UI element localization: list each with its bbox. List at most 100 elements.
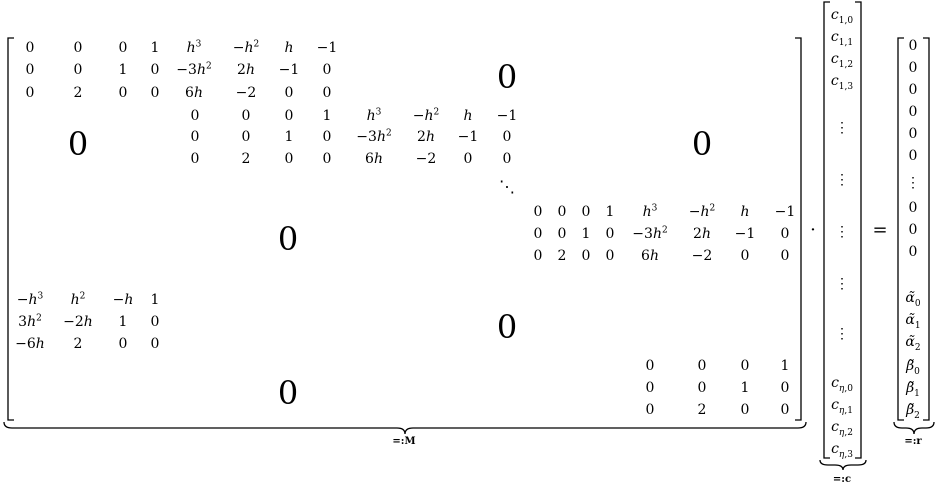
matrix-entry: −1 <box>774 204 796 220</box>
vertical-dots: ⋮ <box>906 175 920 191</box>
matrix-entry: 2 <box>241 151 251 167</box>
matrix-entry: 0 <box>25 62 35 78</box>
vector-r-entry: 0 <box>908 60 918 76</box>
matrix-entry: −1 <box>457 129 479 145</box>
big-zero: 0 <box>496 308 518 346</box>
matrix-entry: h3 <box>186 39 202 56</box>
matrix-entry: 0 <box>322 151 332 167</box>
vector-r-entry: 0 <box>908 82 918 98</box>
matrix-entry: 1 <box>284 129 294 145</box>
matrix-entry: 0 <box>118 336 128 352</box>
vector-c-entry: cη,1 <box>831 397 853 416</box>
matrix-entry: h3 <box>642 203 658 220</box>
matrix-entry: 1 <box>118 62 128 78</box>
vector-r-entry: α̃2 <box>905 334 921 353</box>
matrix-entry: 0 <box>645 358 655 374</box>
matrix-entry: 0 <box>780 402 790 418</box>
vector-r-entry: 0 <box>908 104 918 120</box>
matrix-entry: 0 <box>502 129 512 145</box>
matrix-entry: 0 <box>697 380 707 396</box>
matrix-entry: 6h <box>365 151 383 167</box>
matrix-entry: −3h2 <box>176 61 212 78</box>
matrix-entry: 2h <box>237 62 255 78</box>
matrix-entry: −h2 <box>412 107 440 124</box>
matrix-entry: −1 <box>316 40 338 56</box>
vector-r-label: =:r <box>904 436 922 447</box>
vector-r-entry: 0 <box>908 244 918 260</box>
vector-c-entry: c1,1 <box>830 29 854 48</box>
vector-c-label: =:c <box>832 474 852 485</box>
matrix-right-bracket <box>795 37 802 421</box>
matrix-entry: h <box>740 204 750 220</box>
matrix-entry: 0 <box>190 108 200 124</box>
matrix-entry: h2 <box>70 291 86 308</box>
matrix-entry: 1 <box>780 358 790 374</box>
vertical-dots: ⋮ <box>835 326 849 342</box>
matrix-entry: 0 <box>322 85 332 101</box>
vector-r-entry: β̃1 <box>906 380 920 399</box>
matrix-entry: −2 <box>415 151 437 167</box>
matrix-entry: 2 <box>73 336 83 352</box>
matrix-entry: 1 <box>150 292 160 308</box>
matrix-entry: −h3 <box>16 291 44 308</box>
matrix-entry: 3h2 <box>18 313 42 330</box>
matrix-entry: 0 <box>557 226 567 242</box>
dot-operator: · <box>810 219 816 241</box>
vector-r-entry: 0 <box>908 126 918 142</box>
matrix-left-bracket <box>7 37 14 421</box>
matrix-entry: 0 <box>581 204 591 220</box>
matrix-entry: 0 <box>150 62 160 78</box>
matrix-entry: h <box>284 40 294 56</box>
matrix-entry: 1 <box>581 226 591 242</box>
matrix-entry: 0 <box>557 204 567 220</box>
matrix-entry: 0 <box>150 336 160 352</box>
vector-c-entry: c1,3 <box>830 73 854 92</box>
matrix-entry: h3 <box>366 107 382 124</box>
vector-c-left-bracket <box>823 1 830 459</box>
matrix-entry: −h2 <box>232 39 260 56</box>
matrix-entry: 0 <box>241 129 251 145</box>
matrix-entry: 0 <box>284 85 294 101</box>
big-zero: 0 <box>496 58 518 96</box>
vector-r-entry: β̃0 <box>906 358 920 377</box>
matrix-entry: 2h <box>693 226 711 242</box>
vector-c-entry: cη,3 <box>831 441 853 460</box>
matrix-entry: 2h <box>417 129 435 145</box>
matrix-entry: 0 <box>533 248 543 264</box>
matrix-entry: 0 <box>740 358 750 374</box>
matrix-entry: −3h2 <box>356 128 392 145</box>
matrix-entry: −h2 <box>688 203 716 220</box>
matrix-entry: 2 <box>557 248 567 264</box>
vector-c-underbrace <box>819 459 867 471</box>
matrix-entry: −2 <box>691 248 713 264</box>
vertical-dots: ⋮ <box>835 224 849 240</box>
matrix-entry: 0 <box>284 108 294 124</box>
matrix-entry: 0 <box>73 62 83 78</box>
vector-r-entry: 0 <box>908 200 918 216</box>
matrix-entry: −2 <box>235 85 257 101</box>
matrix-entry: 0 <box>780 248 790 264</box>
matrix-entry: 1 <box>322 108 332 124</box>
equals-operator: = <box>872 219 888 241</box>
vector-r-underbrace <box>893 421 935 435</box>
matrix-entry: 0 <box>73 40 83 56</box>
matrix-entry: 1 <box>605 204 615 220</box>
matrix-entry: 0 <box>190 129 200 145</box>
matrix-entry: 2 <box>73 85 83 101</box>
matrix-entry: 0 <box>605 248 615 264</box>
matrix-entry: 0 <box>740 402 750 418</box>
vector-c-entry: c1,0 <box>830 7 854 26</box>
matrix-entry: 0 <box>150 314 160 330</box>
matrix-entry: 0 <box>533 226 543 242</box>
matrix-entry: 0 <box>780 226 790 242</box>
matrix-entry: 0 <box>645 380 655 396</box>
matrix-underbrace <box>3 421 807 435</box>
matrix-entry: 0 <box>322 62 332 78</box>
matrix-entry: 0 <box>284 151 294 167</box>
vertical-dots: ⋮ <box>835 276 849 292</box>
matrix-entry: −1 <box>278 62 300 78</box>
matrix-entry: −1 <box>734 226 756 242</box>
matrix-entry: 0 <box>697 358 707 374</box>
